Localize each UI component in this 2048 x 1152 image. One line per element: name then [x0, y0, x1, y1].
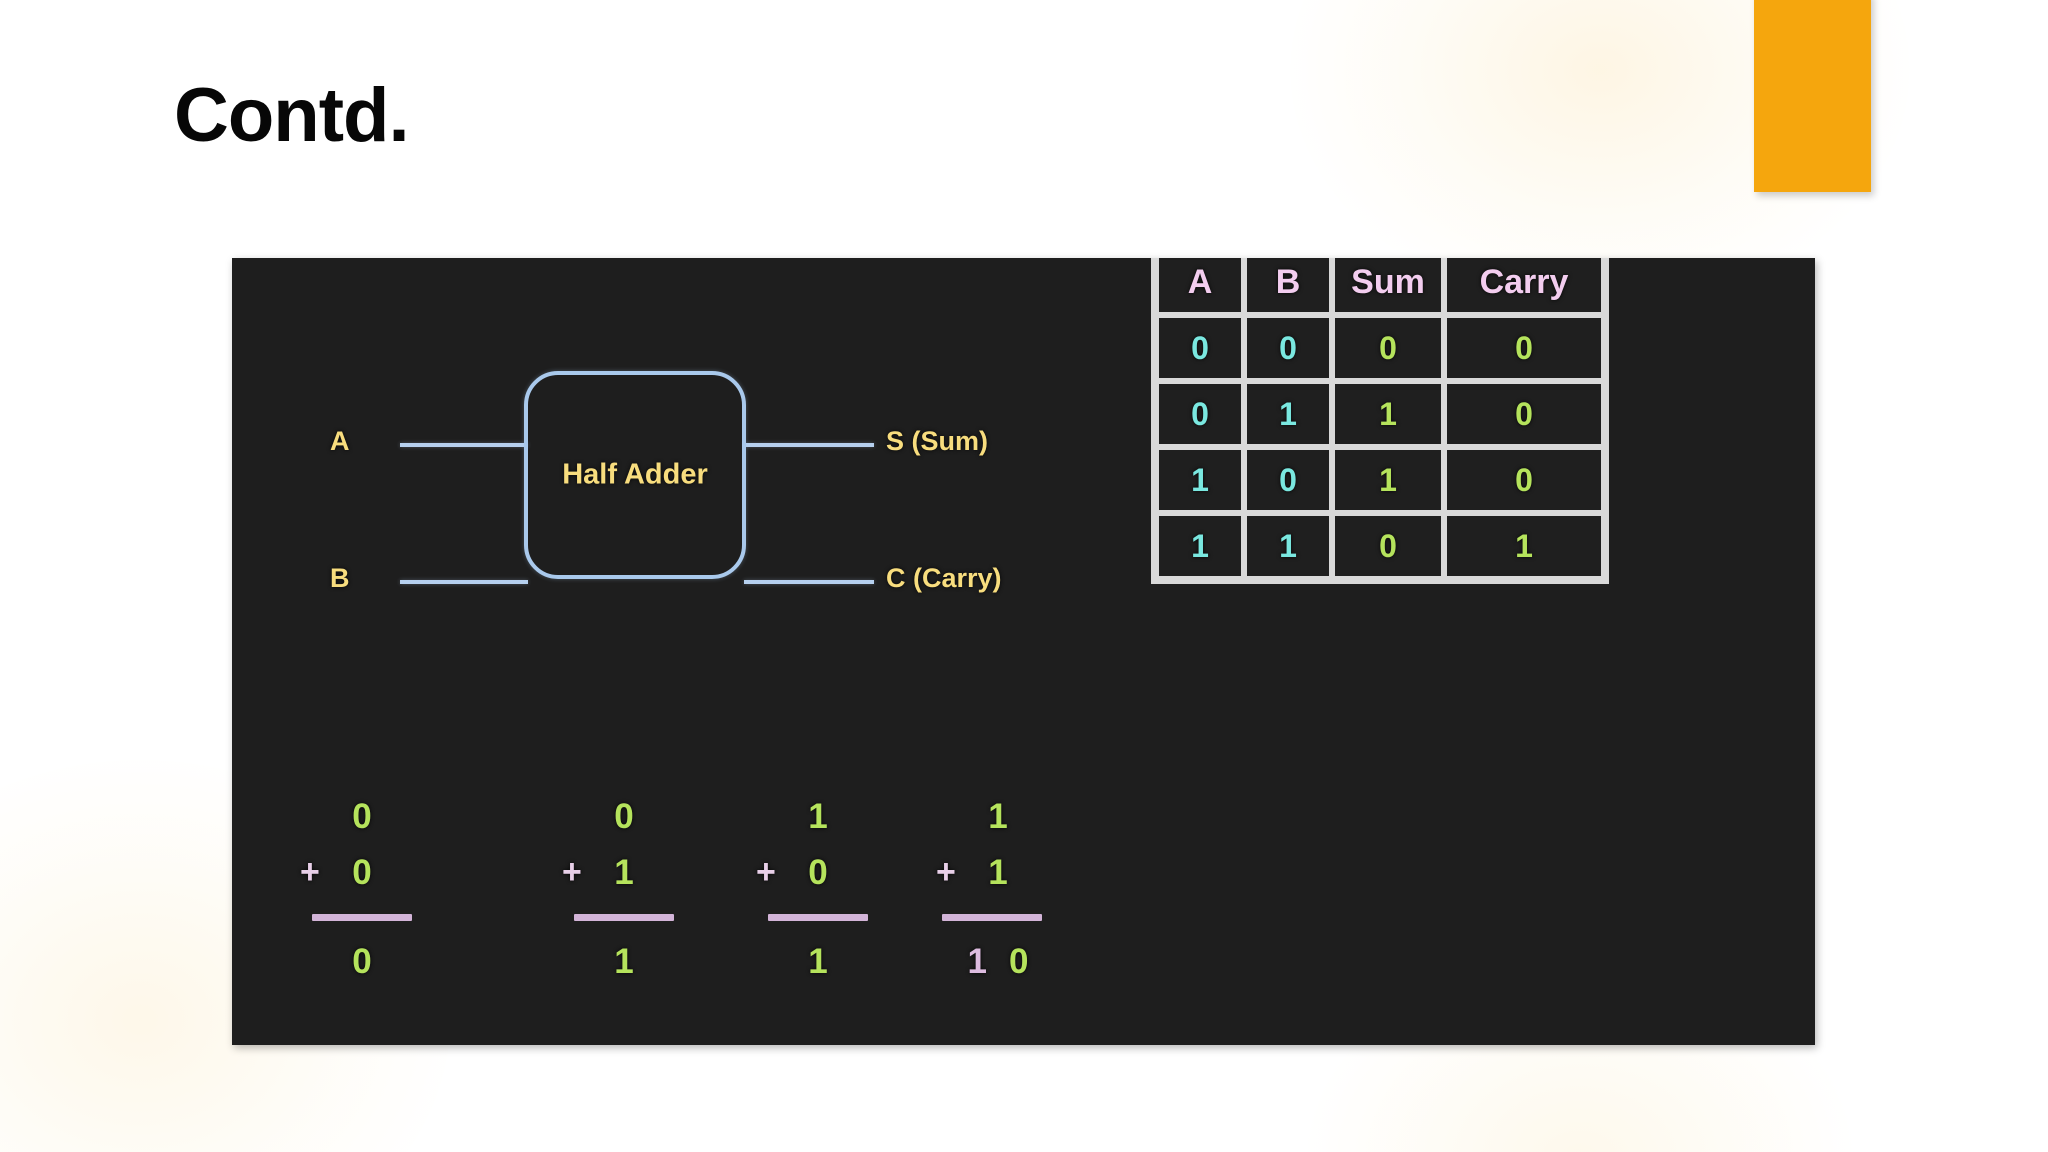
table-row: 1 1 0 1	[1156, 513, 1604, 579]
result-sum: 0	[352, 941, 372, 981]
addition-rule	[942, 914, 1042, 921]
operand-row: + 1	[524, 844, 724, 900]
addition-rule	[312, 914, 412, 921]
cell-a: 1	[1156, 447, 1244, 513]
header-cell-carry: Carry	[1444, 258, 1604, 315]
operand-row: 1	[718, 788, 918, 844]
operand-1: 1	[808, 796, 828, 836]
content-panel: Half Adder A B S (Sum) C (Carry) A B Sum…	[232, 258, 1815, 1045]
addition-rule	[574, 914, 674, 921]
operand-2: 0	[808, 852, 828, 892]
table-header-row: A B Sum Carry	[1156, 258, 1604, 315]
cell-a: 0	[1156, 315, 1244, 381]
half-adder-box: Half Adder	[524, 371, 746, 579]
cell-b: 0	[1244, 447, 1332, 513]
operand-1: 0	[352, 796, 372, 836]
wire-output-sum	[744, 443, 874, 447]
cell-b: 0	[1244, 315, 1332, 381]
table-row: 1 0 1 0	[1156, 447, 1604, 513]
operand-row: + 0	[262, 844, 462, 900]
operand-row: + 1	[898, 844, 1098, 900]
cell-sum: 1	[1332, 381, 1444, 447]
operand-2: 0	[352, 852, 372, 892]
result-sum: 1	[614, 941, 634, 981]
page-title: Contd.	[174, 73, 410, 158]
operand-1: 0	[614, 796, 634, 836]
cell-sum: 0	[1332, 315, 1444, 381]
output-sum-label: S (Sum)	[886, 426, 989, 456]
half-adder-label: Half Adder	[562, 458, 708, 491]
cell-sum: 1	[1332, 447, 1444, 513]
header-cell-b: B	[1244, 258, 1332, 315]
result-row: 1	[524, 933, 724, 989]
cell-sum: 0	[1332, 513, 1444, 579]
plus-icon: +	[936, 853, 956, 891]
operand-2: 1	[614, 852, 634, 892]
cell-b: 1	[1244, 513, 1332, 579]
cell-a: 1	[1156, 513, 1244, 579]
addition-rule	[768, 914, 868, 921]
plus-icon: +	[562, 853, 582, 891]
plus-icon: +	[300, 853, 320, 891]
addition-example-4: 1 + 1 1 0	[898, 788, 1098, 989]
operand-2: 1	[988, 852, 1008, 892]
wire-input-b	[400, 580, 528, 584]
addition-example-1: 0 + 0 0	[262, 788, 462, 989]
half-adder-block-diagram: Half Adder A B S (Sum) C (Carry)	[232, 258, 1092, 678]
result-sum: 0	[1009, 941, 1029, 981]
result-carry: 1	[967, 941, 987, 981]
addition-example-3: 1 + 0 1	[718, 788, 918, 989]
binary-addition-examples: 0 + 0 0 0 + 1 1	[232, 788, 1332, 1038]
result-row: 0	[262, 933, 462, 989]
operand-row: 1	[898, 788, 1098, 844]
header-cell-sum: Sum	[1332, 258, 1444, 315]
cell-carry: 1	[1444, 513, 1604, 579]
table-row: 0 0 0 0	[1156, 315, 1604, 381]
operand-row: 0	[524, 788, 724, 844]
cell-carry: 0	[1444, 381, 1604, 447]
input-a-label: A	[330, 426, 350, 456]
operand-row: 0	[262, 788, 462, 844]
operand-1: 1	[988, 796, 1008, 836]
result-row: 1 0	[898, 933, 1098, 989]
table-row: 0 1 1 0	[1156, 381, 1604, 447]
wire-output-carry	[744, 580, 874, 584]
output-carry-label: C (Carry)	[886, 563, 1002, 593]
cell-carry: 0	[1444, 447, 1604, 513]
cell-b: 1	[1244, 381, 1332, 447]
result-sum: 1	[808, 941, 828, 981]
accent-block	[1754, 0, 1871, 192]
addition-example-2: 0 + 1 1	[524, 788, 724, 989]
operand-row: + 0	[718, 844, 918, 900]
input-b-label: B	[330, 563, 350, 593]
cell-carry: 0	[1444, 315, 1604, 381]
plus-icon: +	[756, 853, 776, 891]
header-cell-a: A	[1156, 258, 1244, 315]
wire-input-a	[400, 443, 528, 447]
cell-a: 0	[1156, 381, 1244, 447]
result-row: 1	[718, 933, 918, 989]
truth-table: A B Sum Carry 0 0 0 0 0 1 1 0 1 0 1	[1151, 258, 1609, 584]
